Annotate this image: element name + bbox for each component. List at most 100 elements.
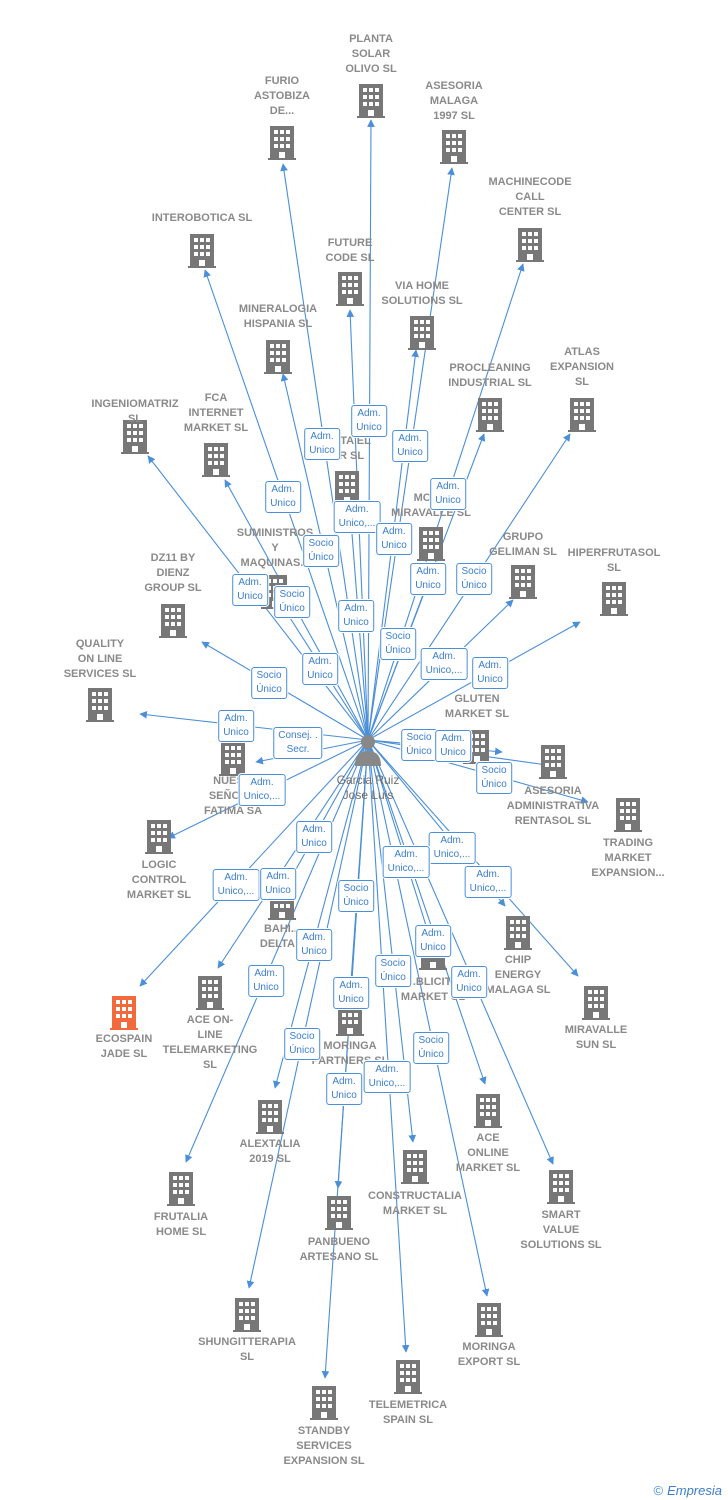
relation-role-tag[interactable]: Adm. Unico,... (420, 648, 468, 680)
relation-role-tag[interactable]: Adm. Unico (410, 563, 446, 595)
relation-role-tag[interactable]: Adm. Unico (333, 977, 369, 1009)
company-building-icon[interactable] (394, 1360, 422, 1394)
company-building-icon[interactable] (504, 916, 532, 950)
relation-role-tag[interactable]: Adm. Unico (302, 653, 338, 685)
company-building-icon[interactable] (233, 1298, 261, 1332)
relation-role-tag[interactable]: Socio Único (251, 667, 287, 699)
company-label[interactable]: SUMINISTROS Y MAQUINAS... (236, 527, 314, 569)
relation-role-tag[interactable]: Adm. Unico (338, 600, 374, 632)
company-building-icon[interactable] (440, 130, 468, 164)
relation-role-tag[interactable]: Socio Único (375, 955, 411, 987)
relation-role-tag[interactable]: Adm. Unico,... (212, 869, 260, 901)
relation-role-tag[interactable]: Socio Único (413, 1032, 449, 1064)
company-label[interactable]: INTEROBOTICA SL (151, 212, 253, 224)
relation-role-tag[interactable]: Socio Único (338, 880, 374, 912)
company-label[interactable]: MIRAVALLE SUN SL (564, 1024, 628, 1051)
company-building-icon[interactable] (509, 565, 537, 599)
relation-role-tag[interactable]: Adm. Unico (392, 430, 428, 462)
company-label[interactable]: SMART VALUE SOLUTIONS SL (520, 1209, 602, 1251)
company-label[interactable]: GLUTEN MARKET SL (444, 693, 510, 720)
company-building-icon[interactable] (539, 745, 567, 779)
company-building-icon[interactable] (401, 1150, 429, 1184)
company-label[interactable]: HIPERFRUTASOL SL (567, 547, 661, 574)
company-label[interactable]: CHIP ENERGY MALAGA SL (485, 954, 551, 996)
company-building-icon[interactable] (475, 1303, 503, 1337)
relation-role-tag[interactable]: Socio Único (274, 586, 310, 618)
company-label[interactable]: FURIO ASTOBIZA DE... (253, 75, 311, 117)
relation-role-tag[interactable]: Adm. Unico (218, 710, 254, 742)
relation-role-tag[interactable]: Adm. Unico,... (333, 501, 381, 533)
company-label[interactable]: ECOSPAIN JADE SL (95, 1033, 153, 1060)
company-building-icon[interactable] (336, 272, 364, 306)
relation-role-tag[interactable]: Adm. Unico (326, 1073, 362, 1105)
company-building-icon[interactable] (568, 398, 596, 432)
company-label[interactable]: ALEXTALIA 2019 SL (239, 1138, 301, 1165)
company-label[interactable]: CONSTRUCTALIA MARKET SL (368, 1190, 462, 1217)
relation-role-tag[interactable]: Adm. Unico (296, 821, 332, 853)
company-label[interactable]: MORINGA EXPORT SL (457, 1341, 521, 1368)
company-building-icon[interactable] (582, 986, 610, 1020)
relation-role-tag[interactable]: Socio Único (380, 628, 416, 660)
company-label[interactable]: ACE ONLINE MARKET SL (455, 1132, 521, 1174)
company-building-icon[interactable] (159, 604, 187, 638)
company-label[interactable]: STANDBY SERVICES EXPANSION SL (283, 1425, 365, 1467)
company-building-icon[interactable] (476, 398, 504, 432)
relation-role-tag[interactable]: Socio Único (476, 762, 512, 794)
company-label[interactable]: ATLAS EXPANSION SL (550, 346, 614, 388)
relation-role-tag[interactable]: Adm. Unico,... (428, 832, 476, 864)
company-label[interactable]: MINERALOGIA HISPANIA SL (238, 303, 318, 330)
company-building-icon[interactable] (600, 582, 628, 616)
company-building-icon[interactable] (196, 976, 224, 1010)
relation-role-tag[interactable]: Adm. Unico (451, 966, 487, 998)
relation-role-tag[interactable]: Socio Único (456, 563, 492, 595)
company-building-icon[interactable] (188, 234, 216, 268)
company-label[interactable]: LOGIC CONTROL MARKET SL (126, 859, 192, 901)
relation-role-tag[interactable]: Adm. Unico (248, 965, 284, 997)
company-label[interactable]: MACHINECODE CALL CENTER SL (488, 176, 572, 218)
company-building-icon[interactable] (614, 798, 642, 832)
company-label[interactable]: ACE ON- LINE TELEMARKETING SL (162, 1014, 258, 1071)
company-label[interactable]: PANBUENO ARTESANO SL (299, 1236, 379, 1263)
relation-role-tag[interactable]: Adm. Unico,... (382, 846, 430, 878)
company-label[interactable]: SHUNGITTERAPIA SL (198, 1336, 296, 1363)
company-building-icon[interactable] (86, 688, 114, 722)
company-building-icon[interactable] (167, 1172, 195, 1206)
company-label[interactable]: FCA INTERNET MARKET SL (183, 392, 249, 434)
company-label[interactable]: QUALITY ON LINE SERVICES SL (63, 638, 137, 680)
relation-role-tag[interactable]: Adm. Unico (430, 478, 466, 510)
relation-role-tag[interactable]: Socio Único (284, 1028, 320, 1060)
company-label[interactable]: DZ11 BY DIENZ GROUP SL (144, 552, 202, 594)
company-label[interactable]: GRUPO GELIMAN SL (489, 531, 557, 558)
company-building-icon[interactable] (516, 228, 544, 262)
relation-role-tag[interactable]: Adm. Unico,... (363, 1061, 411, 1093)
company-building-icon[interactable] (268, 126, 296, 160)
relation-role-tag[interactable]: Adm. Unico (304, 428, 340, 460)
relation-role-tag[interactable]: Adm. Unico (260, 868, 296, 900)
company-label[interactable]: PROCLEANING INDUSTRIAL SL (448, 362, 532, 389)
company-label[interactable]: FUTURE CODE SL (325, 237, 375, 264)
company-building-icon[interactable] (417, 527, 445, 561)
company-building-icon[interactable] (474, 1094, 502, 1128)
relation-role-tag[interactable]: Socio Único (303, 535, 339, 567)
relation-role-tag[interactable]: Adm. Unico (265, 481, 301, 513)
company-label[interactable]: ASESORIA MALAGA 1997 SL (425, 80, 483, 122)
relation-role-tag[interactable]: Adm. Unico (472, 657, 508, 689)
company-label[interactable]: INGENIOMATRIZ SL (91, 398, 179, 425)
relation-role-tag[interactable]: Consej. . Secr. (273, 727, 323, 759)
company-building-icon[interactable] (145, 820, 173, 854)
relation-role-tag[interactable]: Adm. Unico (376, 523, 412, 555)
company-building-icon[interactable] (202, 443, 230, 477)
company-label[interactable]: PLANTA SOLAR OLIVO SL (345, 33, 397, 75)
relation-role-tag[interactable]: Adm. Unico,... (238, 774, 286, 806)
company-building-icon[interactable] (357, 84, 385, 118)
company-building-icon[interactable] (110, 996, 138, 1030)
company-label[interactable]: ASESORIA ADMINISTRATIVA RENTASOL SL (506, 785, 600, 827)
company-building-icon[interactable] (547, 1170, 575, 1204)
relation-role-tag[interactable]: Socio Único (401, 729, 437, 761)
relation-role-tag[interactable]: Adm. Unico (232, 574, 268, 606)
company-building-icon[interactable] (219, 742, 247, 776)
company-label[interactable]: TELEMETRICA SPAIN SL (368, 1399, 448, 1426)
relation-role-tag[interactable]: Adm. Unico (435, 730, 471, 762)
relation-role-tag[interactable]: Adm. Unico (351, 405, 387, 437)
company-label[interactable]: VIA HOME SOLUTIONS SL (381, 280, 463, 307)
